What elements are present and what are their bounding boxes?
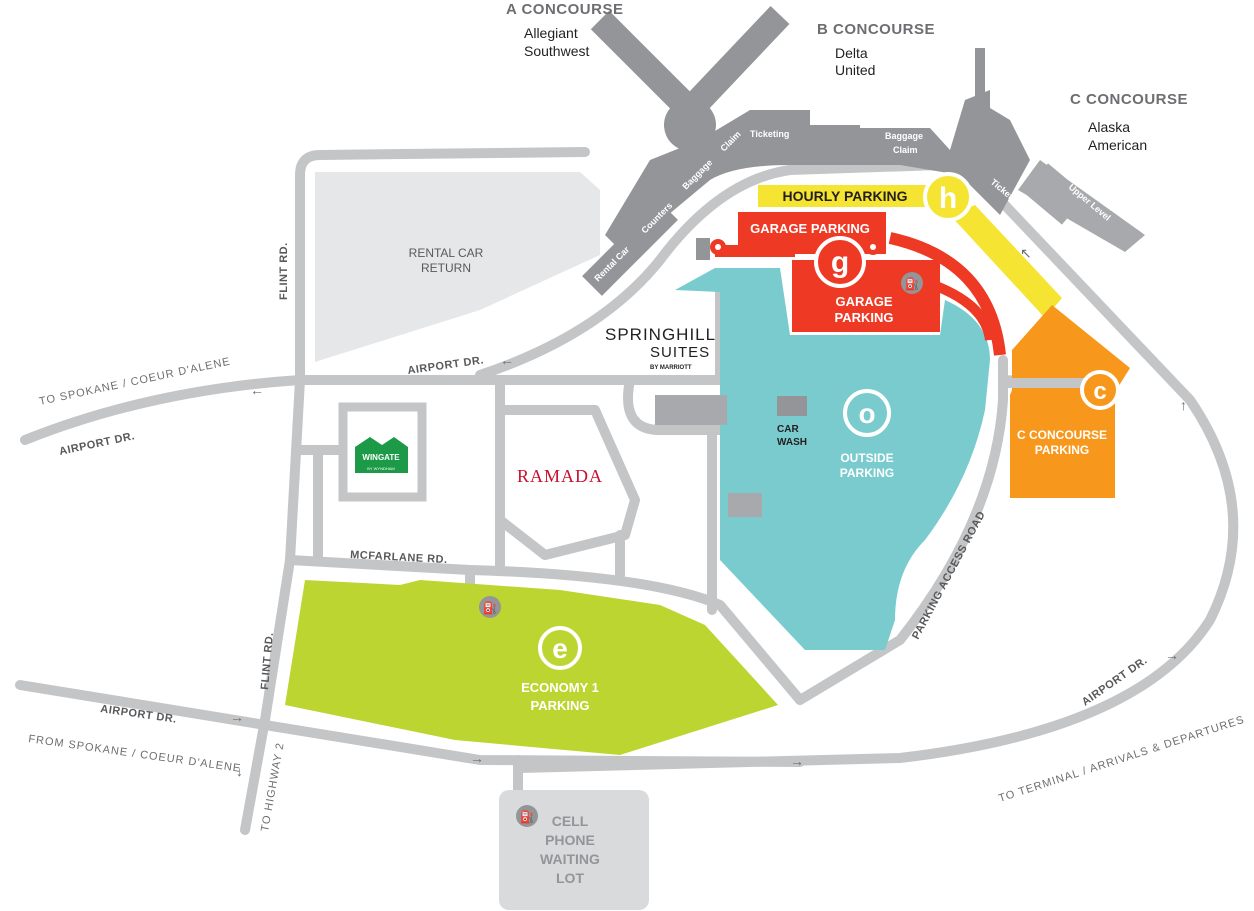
outside-badge xyxy=(843,389,891,437)
cell-lot-label: WAITING xyxy=(540,851,600,867)
springhill-label: SUITES xyxy=(650,344,710,361)
baggage-claim-label: Baggage xyxy=(885,131,923,141)
terminal-building xyxy=(582,6,1145,296)
direction-arrows: ← ← → → → → ↑ ↖ ↓ xyxy=(230,245,1187,779)
arrow-icon: ← xyxy=(500,352,514,368)
from-spokane-label: FROM SPOKANE / COEUR D'ALENE xyxy=(28,733,242,775)
b-concourse-label: B CONCOURSE xyxy=(817,21,935,38)
springhill-label: SPRINGHILL xyxy=(605,325,716,344)
hourly-badge xyxy=(923,172,973,222)
wingate-label: WINGATE xyxy=(362,453,400,462)
a-concourse-label: A CONCOURSE xyxy=(506,1,623,18)
arrow-icon: → xyxy=(230,709,244,725)
roads xyxy=(15,147,1239,835)
building xyxy=(655,395,727,425)
economy-parking-label: PARKING xyxy=(531,698,590,713)
rental-return-label: RENTAL CAR xyxy=(409,246,484,260)
c-badge-letter: c xyxy=(1093,378,1106,405)
outside-badge-letter: o xyxy=(858,398,875,429)
arrow-icon: ← xyxy=(250,382,264,398)
c-concourse-parking-label: C CONCOURSE xyxy=(1017,428,1107,442)
cell-lot-label: CELL xyxy=(552,813,589,829)
arrow-icon: → xyxy=(470,750,484,766)
arrow-icon: → xyxy=(1165,647,1179,663)
arrow-icon: ↖ xyxy=(1020,245,1032,261)
car-wash-building xyxy=(777,396,807,416)
wingate-hotel xyxy=(338,402,427,502)
car-wash-label: WASH xyxy=(777,437,807,448)
airline-label: Southwest xyxy=(524,43,589,59)
airport-dr-label: AIRPORT DR. xyxy=(58,430,136,458)
hourly-parking-label: HOURLY PARKING xyxy=(783,188,908,204)
flint-rd-label: FLINT RD. xyxy=(259,632,276,690)
economy-badge xyxy=(538,626,582,670)
c-concourse-parking-label: PARKING xyxy=(1035,443,1089,457)
garage-ramp xyxy=(888,232,1006,356)
garage-parking-label: PARKING xyxy=(835,310,894,325)
garage-parking-label: GARAGE xyxy=(835,294,892,309)
ticketing-label: Ticketing xyxy=(750,129,789,139)
arrow-icon: → xyxy=(790,753,804,769)
outside-parking-label: PARKING xyxy=(840,466,894,480)
rental-car-return-lot[interactable] xyxy=(315,172,600,362)
economy-parking-label: ECONOMY 1 xyxy=(521,680,599,695)
hourly-parking-lot[interactable] xyxy=(758,185,938,207)
airline-label: Allegiant xyxy=(524,25,578,41)
wingate-sub: BY WYNDHAM xyxy=(367,466,394,471)
c-concourse-parking-lot[interactable] xyxy=(1010,305,1130,498)
car-wash-label: CAR xyxy=(777,424,799,435)
garage-parking-label: GARAGE PARKING xyxy=(750,221,870,236)
cell-lot-label: PHONE xyxy=(545,832,595,848)
svg-text:⛽: ⛽ xyxy=(905,277,920,291)
svg-text:⛽: ⛽ xyxy=(483,601,498,615)
cell-lot-label: LOT xyxy=(556,870,584,886)
ev-charging-icon: ⛽ xyxy=(516,805,538,827)
wingate-logo xyxy=(355,437,408,473)
economy-parking-lot[interactable] xyxy=(285,580,778,755)
ev-charging-icon: ⛽ xyxy=(479,596,501,618)
c-badge xyxy=(1080,370,1120,410)
airline-label: United xyxy=(835,62,875,78)
c-concourse-label: C CONCOURSE xyxy=(1070,91,1188,108)
airport-dr-label: AIRPORT DR. xyxy=(407,354,485,377)
building xyxy=(728,493,762,517)
mcfarlane-rd-label: MCFARLANE RD. xyxy=(350,549,448,566)
outside-parking-label: OUTSIDE xyxy=(840,451,893,465)
airline-label: Delta xyxy=(835,45,868,61)
ev-charging-icon: ⛽ xyxy=(901,272,923,294)
springhill-sub: BY MARRIOTT xyxy=(650,365,692,371)
economy-badge-letter: e xyxy=(552,633,568,664)
garage-badge xyxy=(814,236,866,288)
svg-text:⛽: ⛽ xyxy=(520,810,535,824)
garage-badge-letter: g xyxy=(831,246,849,279)
rental-return-label: RETURN xyxy=(421,261,471,275)
flint-rd-label: FLINT RD. xyxy=(278,242,290,300)
hourly-badge-letter: h xyxy=(939,182,957,215)
ramada-label: RAMADA xyxy=(517,466,603,486)
arrow-icon: ↓ xyxy=(236,763,243,779)
airline-label: Alaska xyxy=(1088,119,1130,135)
arrow-icon: ↑ xyxy=(1180,397,1187,413)
outside-parking-lot[interactable] xyxy=(675,268,990,650)
airline-label: American xyxy=(1088,137,1147,153)
baggage-claim-label: Claim xyxy=(893,145,918,155)
